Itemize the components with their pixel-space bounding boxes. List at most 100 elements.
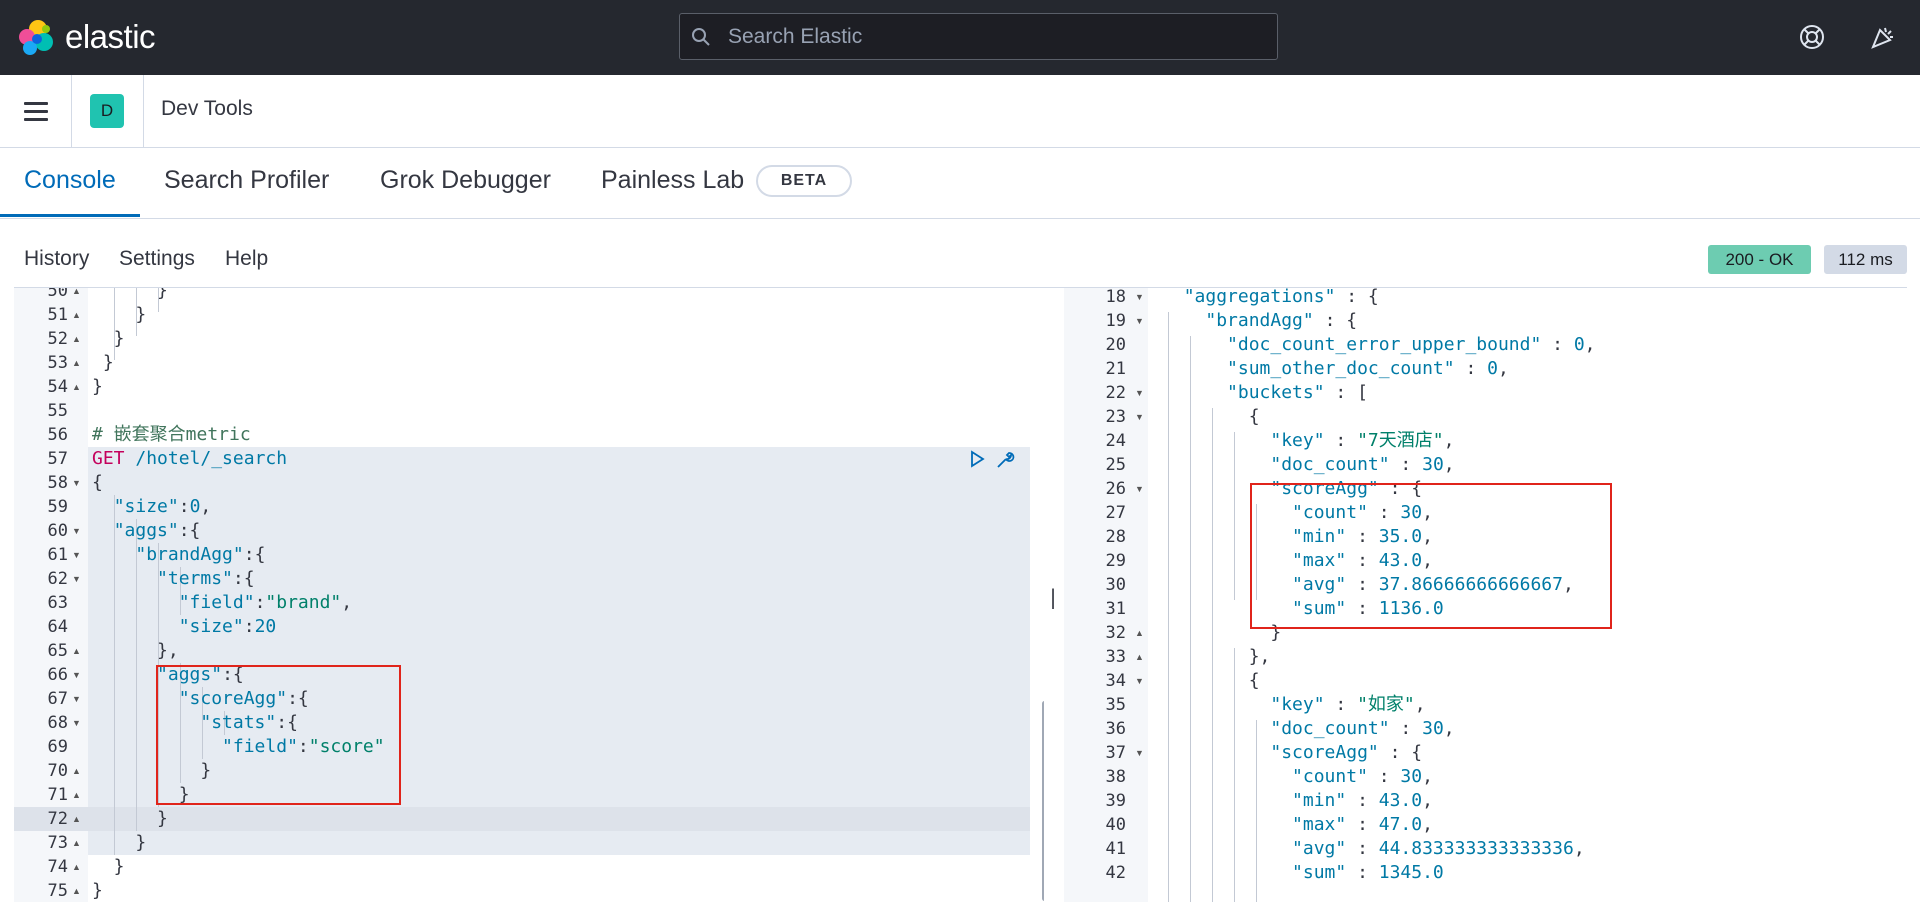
fold-collapse-icon[interactable]: ▲ xyxy=(72,814,81,824)
fold-collapse-icon[interactable]: ▲ xyxy=(72,334,81,344)
fold-collapse-icon[interactable]: ▲ xyxy=(72,358,81,368)
code-line: "doc_count_error_upper_bound" : 0, xyxy=(1227,334,1596,355)
fold-expanded-icon[interactable]: ▼ xyxy=(1135,316,1144,326)
code-line: "terms":{ xyxy=(157,568,255,589)
line-number: 18 xyxy=(1105,288,1126,307)
tab-painless-lab[interactable]: Painless Lab xyxy=(601,166,745,194)
indent-guide xyxy=(1168,312,1169,902)
code-line: } xyxy=(1162,622,1282,643)
menu-icon[interactable] xyxy=(24,102,48,122)
fold-collapse-icon[interactable]: ▲ xyxy=(72,766,81,776)
breadcrumb-title: Dev Tools xyxy=(161,97,253,120)
breadcrumb-bar: D Dev Tools xyxy=(0,75,1920,148)
line-number: 19 xyxy=(1105,311,1126,331)
search-input[interactable] xyxy=(726,22,1270,52)
code-line: "key" : "7天酒店", xyxy=(1270,430,1455,451)
space-avatar[interactable]: D xyxy=(90,94,124,128)
code-line: "max" : 47.0, xyxy=(1292,814,1433,835)
line-number: 39 xyxy=(1105,791,1126,811)
fold-expanded-icon[interactable]: ▼ xyxy=(72,718,81,728)
fold-expanded-icon[interactable]: ▼ xyxy=(1135,676,1144,686)
indent-guide xyxy=(136,519,137,831)
tab-grok-debugger[interactable]: Grok Debugger xyxy=(380,166,551,194)
tab-console[interactable]: Console xyxy=(24,166,116,194)
line-number: 54 xyxy=(47,377,68,397)
fold-expanded-icon[interactable]: ▼ xyxy=(72,694,81,704)
divider xyxy=(143,75,144,147)
fold-expanded-icon[interactable]: ▼ xyxy=(72,574,81,584)
line-number: 21 xyxy=(1105,359,1126,379)
indent-guide xyxy=(224,711,225,735)
line-number: 69 xyxy=(47,737,68,757)
code-line: } xyxy=(92,352,114,373)
line-number: 55 xyxy=(47,401,68,421)
tab-search-profiler[interactable]: Search Profiler xyxy=(164,166,330,194)
fold-collapse-icon[interactable]: ▲ xyxy=(72,838,81,848)
fold-expanded-icon[interactable]: ▼ xyxy=(72,670,81,680)
fold-collapse-icon[interactable]: ▲ xyxy=(72,790,81,800)
indent-guide xyxy=(1256,504,1257,600)
line-number: 28 xyxy=(1105,527,1126,547)
newsfeed-icon[interactable] xyxy=(1870,24,1896,50)
fold-expanded-icon[interactable]: ▼ xyxy=(72,526,81,536)
indent-guide xyxy=(158,543,159,807)
line-number: 58 xyxy=(47,473,68,493)
fold-collapse-icon[interactable]: ▲ xyxy=(72,862,81,872)
line-number: 62 xyxy=(47,569,68,589)
fold-expanded-icon[interactable]: ▼ xyxy=(1135,748,1144,758)
line-number: 70 xyxy=(47,761,68,781)
code-line: "doc_count" : 30, xyxy=(1270,454,1455,475)
line-number: 34 xyxy=(1105,671,1126,691)
line-number: 23 xyxy=(1105,407,1126,427)
line-number: 29 xyxy=(1105,551,1126,571)
fold-collapse-icon[interactable]: ▲ xyxy=(72,646,81,656)
help-icon[interactable] xyxy=(1799,24,1825,50)
line-number: 33 xyxy=(1105,647,1126,667)
search-icon xyxy=(692,28,710,46)
fold-collapse-icon[interactable]: ▲ xyxy=(72,886,81,896)
fold-expanded-icon[interactable]: ▼ xyxy=(72,478,81,488)
fold-expanded-icon[interactable]: ▼ xyxy=(1135,292,1144,302)
fold-collapse-icon[interactable]: ▲ xyxy=(72,288,81,296)
line-number: 24 xyxy=(1105,431,1126,451)
line-number: 30 xyxy=(1105,575,1126,595)
fold-collapse-icon[interactable]: ▲ xyxy=(1135,628,1144,638)
elastic-logo-icon[interactable] xyxy=(16,17,56,57)
indent-guide xyxy=(114,288,115,360)
line-number: 72 xyxy=(47,809,68,829)
history-link[interactable]: History xyxy=(24,247,90,270)
active-request-highlight xyxy=(88,447,1030,855)
help-link[interactable]: Help xyxy=(225,247,269,270)
fold-expanded-icon[interactable]: ▼ xyxy=(1135,388,1144,398)
indent-guide xyxy=(180,567,181,615)
code-line: GET /hotel/_search xyxy=(92,448,288,469)
line-number: 71 xyxy=(47,785,68,805)
code-line: "min" : 43.0, xyxy=(1292,790,1433,811)
fold-collapse-icon[interactable]: ▲ xyxy=(72,310,81,320)
code-line: { xyxy=(1162,670,1260,691)
fold-expanded-icon[interactable]: ▼ xyxy=(72,550,81,560)
line-number: 51 xyxy=(47,305,68,325)
brand-name[interactable]: elastic xyxy=(65,18,156,55)
scrollbar[interactable] xyxy=(1042,701,1044,901)
code-line: "field":"score" xyxy=(222,736,385,757)
global-search[interactable] xyxy=(679,13,1278,60)
code-line: } xyxy=(92,304,147,325)
line-number: 50 xyxy=(47,288,68,301)
indent-guide xyxy=(158,288,159,312)
settings-link[interactable]: Settings xyxy=(119,247,195,270)
code-line: "brandAgg" : { xyxy=(1205,310,1358,331)
fold-collapse-icon[interactable]: ▲ xyxy=(72,382,81,392)
play-icon[interactable] xyxy=(968,450,986,468)
wrench-icon[interactable] xyxy=(994,449,1016,471)
indent-guide xyxy=(202,687,203,759)
line-number: 26 xyxy=(1105,479,1126,499)
active-tab-indicator xyxy=(0,214,140,217)
fold-collapse-icon[interactable]: ▲ xyxy=(1135,652,1144,662)
beta-badge: BETA xyxy=(756,165,852,197)
line-number: 56 xyxy=(47,425,68,445)
line-number: 31 xyxy=(1105,599,1126,619)
fold-expanded-icon[interactable]: ▼ xyxy=(1135,412,1144,422)
fold-expanded-icon[interactable]: ▼ xyxy=(1135,484,1144,494)
